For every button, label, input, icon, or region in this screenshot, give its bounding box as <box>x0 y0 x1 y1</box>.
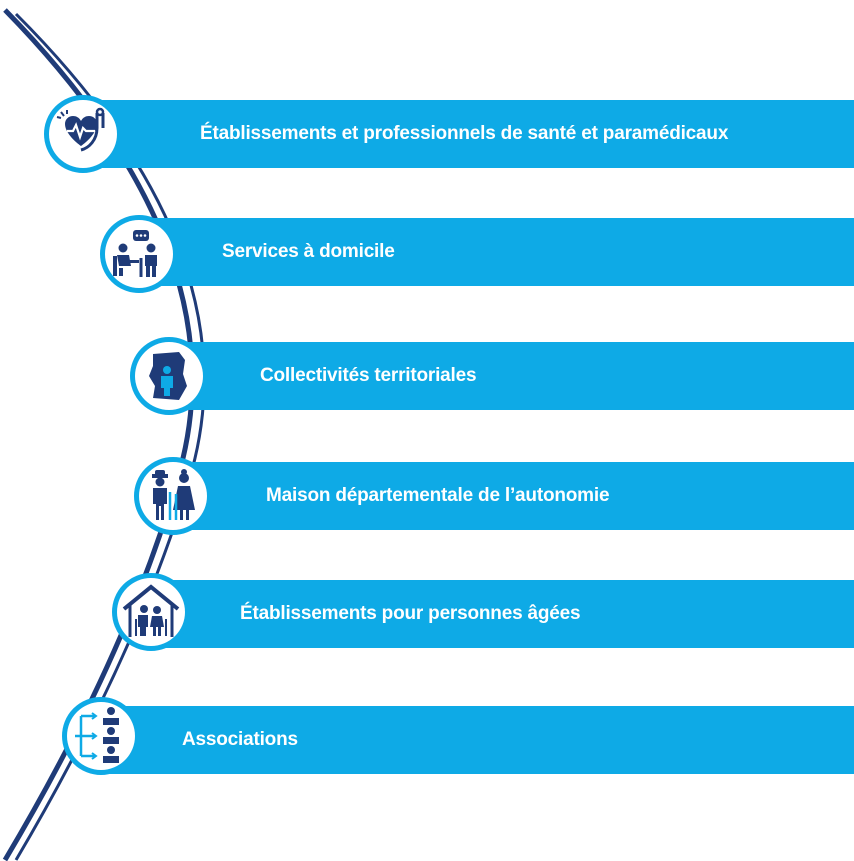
item-bar: Associations <box>102 706 854 774</box>
item-label: Collectivités territoriales <box>260 365 477 386</box>
item-badge <box>100 215 178 293</box>
elderly-home-icon <box>122 584 180 637</box>
elderly-couple-icon <box>152 469 195 520</box>
territory-map-person-icon <box>149 352 187 400</box>
item-label: Maison départementale de l’autonomie <box>266 485 610 506</box>
people-network-icon <box>75 707 119 763</box>
heart-stethoscope-icon <box>56 107 105 152</box>
item-label: Établissements pour personnes âgées <box>240 603 581 624</box>
home-care-visit-icon <box>113 230 157 277</box>
item-sante: Établissements et professionnels de sant… <box>44 95 854 178</box>
item-label: Associations <box>182 729 298 750</box>
item-bar: Collectivités territoriales <box>166 342 854 410</box>
item-label: Services à domicile <box>222 241 395 262</box>
item-maison: Maison départementale de l’autonomie <box>134 457 854 540</box>
item-associations: Associations <box>62 697 854 780</box>
item-badge <box>112 573 190 651</box>
item-etablissements-agees: Établissements pour personnes âgées <box>112 573 854 656</box>
item-bar: Établissements et professionnels de sant… <box>82 100 854 168</box>
item-badge <box>44 95 122 173</box>
item-badge <box>130 337 208 415</box>
item-badge <box>62 697 140 775</box>
item-badge <box>134 457 212 535</box>
item-bar: Services à domicile <box>136 218 854 286</box>
item-collectivites: Collectivités territoriales <box>130 337 854 422</box>
item-label: Établissements et professionnels de sant… <box>200 123 729 144</box>
item-bar: Maison départementale de l’autonomie <box>170 462 854 530</box>
item-domicile: Services à domicile <box>100 215 854 298</box>
item-bar: Établissements pour personnes âgées <box>148 580 854 648</box>
